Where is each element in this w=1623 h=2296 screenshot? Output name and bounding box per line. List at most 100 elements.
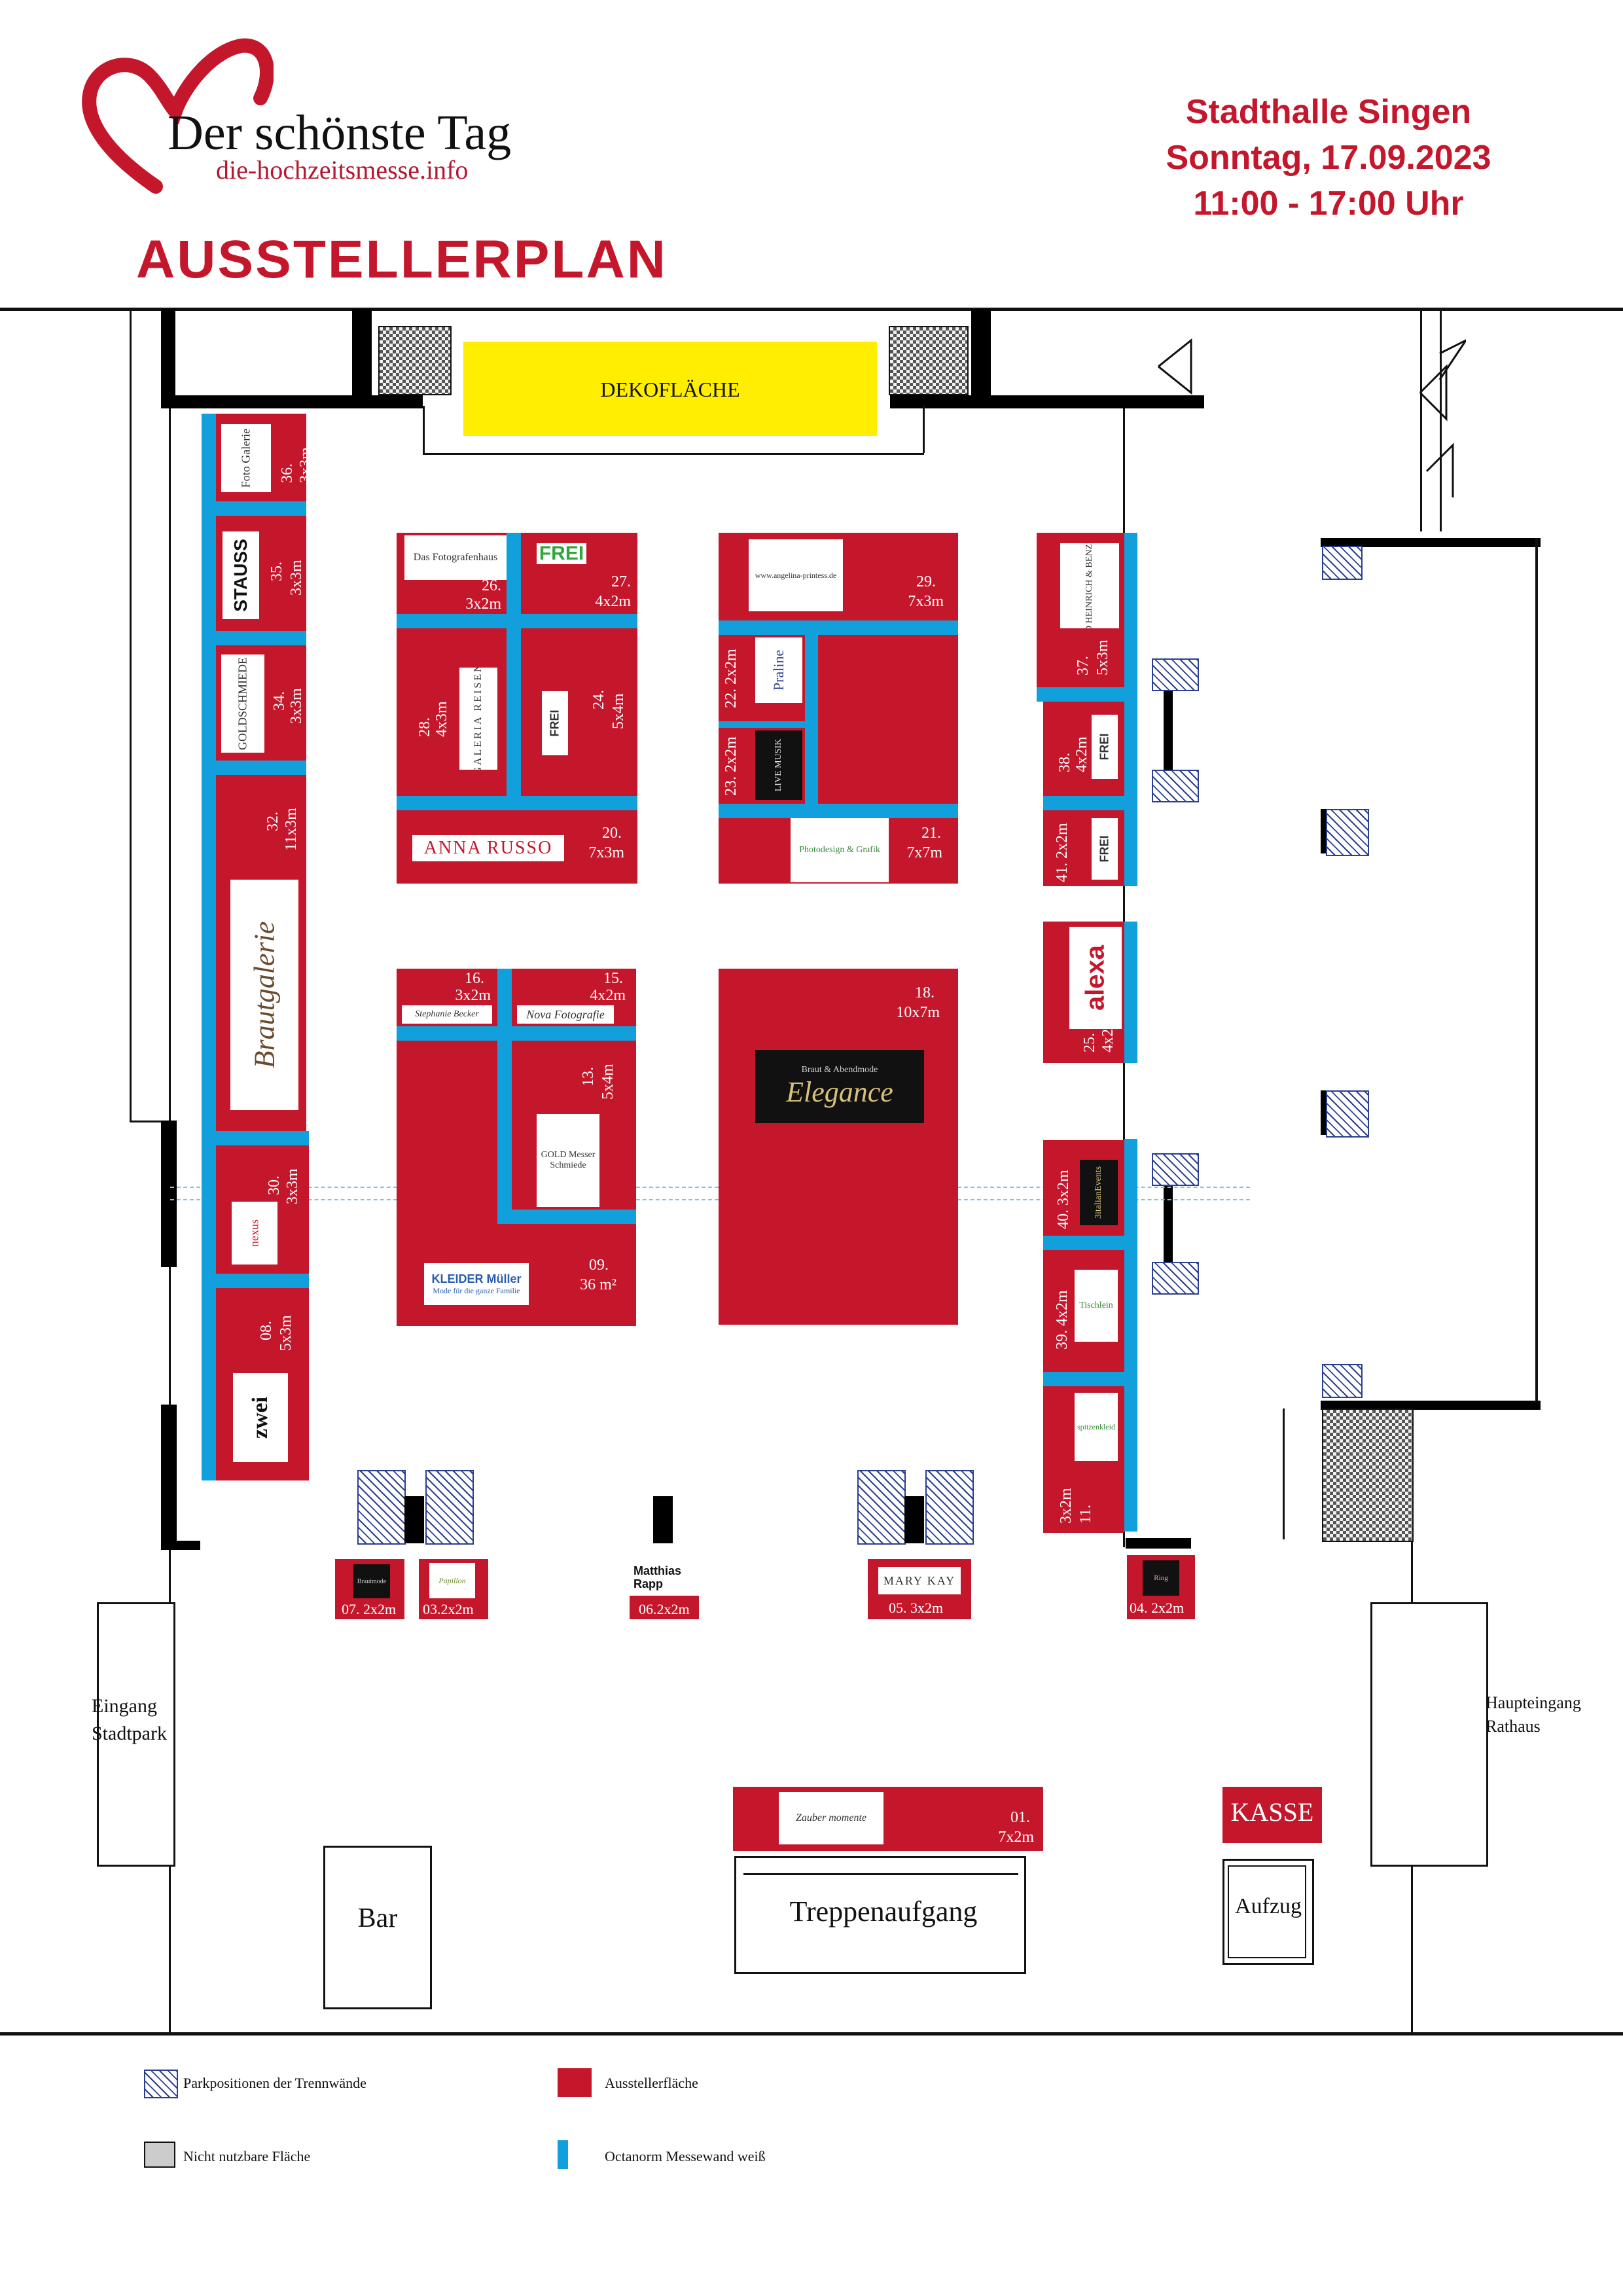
stage-wall-left	[161, 309, 175, 407]
wall-seg	[216, 631, 306, 645]
right-wall-bottom	[1321, 1401, 1541, 1410]
booth-28[interactable]: GALERIA REISEN 28. 4x3m	[397, 628, 507, 796]
hall-bottom-line	[0, 2032, 1623, 2036]
pillar-left-1	[161, 1121, 177, 1267]
booth-38[interactable]: FREI 38. 4x2m	[1043, 702, 1124, 796]
booth-23[interactable]: LIVE MUSIK 23. 2x2m	[719, 728, 805, 804]
wall-block	[404, 1496, 424, 1543]
booth-20[interactable]: ANNA RUSSO 20. 7x3m	[397, 810, 637, 884]
brand-url: die-hochzeitsmesse.info	[216, 155, 469, 185]
stage-pillar-right	[971, 309, 991, 401]
legend-unusable-swatch	[144, 2142, 175, 2168]
event-info: Stadthalle Singen Sonntag, 17.09.2023 11…	[1086, 89, 1571, 226]
booth-21[interactable]: Photodesign & Grafik 21. 7x7m	[719, 818, 958, 884]
entrance-rathaus-label: Haupteingang Rathaus	[1486, 1693, 1581, 1736]
entrance-rathaus-box	[1370, 1602, 1488, 1867]
booth-27[interactable]: FREI 27. 4x2m	[521, 533, 637, 614]
booth-03[interactable]: Papillon 03.2x2m	[419, 1559, 488, 1619]
booth-09-upper[interactable]	[397, 1041, 497, 1241]
stairs-label: Treppenaufgang	[789, 1895, 978, 1928]
wall-seg	[719, 721, 805, 728]
stage-wall-bottom-right	[890, 395, 1204, 408]
event-date: Sonntag, 17.09.2023	[1166, 139, 1491, 177]
stage-side-line-l	[423, 406, 425, 453]
right-area-line	[1283, 1408, 1285, 1539]
pillar-r3	[1164, 686, 1173, 771]
wall-parking	[1152, 1262, 1199, 1295]
wall-seg	[397, 614, 637, 628]
wall-seg	[497, 1210, 636, 1224]
wall-seg	[397, 796, 637, 810]
booth-11-logo: spitzenkleid	[1075, 1393, 1118, 1461]
booth-24[interactable]: FREI 24. 5x4m	[521, 628, 637, 796]
legend-booth-swatch	[558, 2068, 592, 2097]
stage-unusable-right	[889, 326, 969, 395]
booth-06-logo: Matthias Rapp	[630, 1559, 699, 1596]
booth-22[interactable]: Praline 22. 2x2m	[719, 635, 805, 721]
booth-01[interactable]: Zauber momente 01. 7x2m	[733, 1787, 1043, 1851]
booth-34-logo: GOLDSCHMIEDE	[221, 655, 264, 753]
booth-07-logo: Brautmode	[353, 1564, 390, 1598]
booth-40-logo: 3italianEvents	[1080, 1160, 1118, 1225]
wall-seg	[719, 620, 958, 635]
elevator-inner	[1228, 1865, 1306, 1958]
booth-40[interactable]: 40. 3x2m 3italianEvents	[1043, 1140, 1124, 1236]
booth-34[interactable]: GOLDSCHMIEDE 34. 3x3m	[216, 645, 306, 761]
booth-26[interactable]: Das Fotografenhaus 26. 3x2m	[397, 533, 507, 614]
booth-03-logo: Papillon	[429, 1563, 475, 1598]
booth-39[interactable]: 39. 4x2m Tischlein	[1043, 1250, 1124, 1372]
right-upper-line-2	[1440, 309, 1442, 531]
booth-06[interactable]: Matthias Rapp 06.2x2m	[630, 1559, 699, 1619]
booth-29[interactable]: www.angelina-printess.de 29. 7x3m	[719, 533, 958, 620]
booth-09[interactable]: KLEIDER Müller Mode für die ganze Famili…	[397, 1224, 636, 1326]
booth-15[interactable]: 15. 4x2m Nova Fotografie	[512, 969, 636, 1026]
booth-18[interactable]: 18. 10x7m Braut & Abendmode Elegance	[719, 969, 958, 1325]
legend-unusable-label: Nicht nutzbare Fläche	[183, 2148, 311, 2164]
booth-25[interactable]: alexa 25. 4x2m	[1043, 922, 1124, 1063]
wall-seg	[216, 1131, 309, 1145]
dash-line-2	[170, 1199, 1250, 1200]
booth-13[interactable]: 13. 5x4m GOLD Messer Schmiede	[512, 1041, 636, 1210]
wall-seg	[497, 969, 512, 1241]
booth-08[interactable]: zwei 08. 5x3m	[216, 1288, 309, 1480]
booth-32-logo: Brautgalerie	[230, 880, 298, 1110]
wall-seg	[805, 635, 818, 804]
wall-parking	[1322, 1364, 1363, 1398]
wall-seg	[719, 804, 958, 818]
booth-36-logo: Foto Galerie	[221, 424, 271, 492]
legend-hatch-swatch	[144, 2070, 178, 2098]
wall-parking	[425, 1470, 474, 1545]
booth-11[interactable]: spitzenkleid 3x2m 11.	[1043, 1386, 1124, 1533]
door-zigzag-icon	[1158, 338, 1466, 497]
booth-28-logo: GALERIA REISEN	[459, 668, 497, 770]
wall-parking	[925, 1470, 974, 1545]
booth-37[interactable]: HD HEINRICH & BENZEL 37. 5x3m	[1037, 533, 1124, 687]
booth-29-logo: www.angelina-printess.de	[749, 539, 843, 611]
booth-25-logo: alexa	[1069, 927, 1122, 1029]
booth-05[interactable]: MARY KAY 05. 3x2m	[868, 1559, 971, 1619]
deko-area	[463, 342, 877, 436]
booth-41[interactable]: FREI 41. 2x2m	[1043, 810, 1124, 886]
wall-seg	[397, 1026, 636, 1041]
pillar-r5	[1126, 1538, 1191, 1549]
booth-04[interactable]: Ring 04. 2x2m	[1127, 1555, 1195, 1619]
booth-16[interactable]: 16. 3x2m Stephanie Becker	[397, 969, 497, 1026]
booth-35[interactable]: STAUSS 35. 3x3m	[216, 516, 306, 631]
booth-07[interactable]: Brautmode 07. 2x2m	[335, 1559, 404, 1619]
wall-parking	[357, 1470, 406, 1545]
booth-05-logo: MARY KAY	[878, 1567, 961, 1594]
wall-parking	[857, 1470, 906, 1545]
brand-heart-icon	[82, 38, 274, 194]
booth-36[interactable]: Foto Galerie 36. 3x3m	[216, 414, 314, 501]
booth-30[interactable]: nexus 30. 3x3m	[216, 1145, 309, 1274]
stage-pillar-left	[352, 309, 372, 401]
booth-16-logo: Stephanie Becker	[402, 1005, 492, 1024]
wall-parking	[1152, 658, 1199, 691]
wall-seg	[216, 761, 306, 775]
booth-21-main[interactable]	[818, 635, 958, 804]
wall-parking	[1152, 770, 1199, 802]
booth-32[interactable]: Brautgalerie 32. 11x3m	[216, 775, 306, 1131]
deko-label: DEKOFLÄCHE	[600, 378, 740, 401]
bar-label: Bar	[357, 1903, 398, 1933]
right-wall-side	[1535, 538, 1538, 1408]
